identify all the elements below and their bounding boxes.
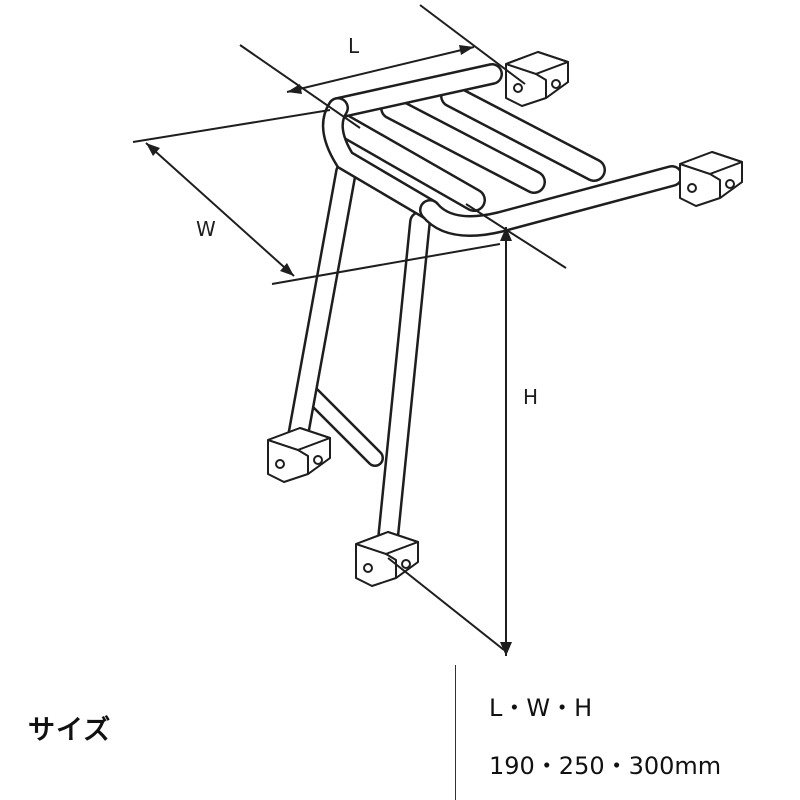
leg-front bbox=[376, 211, 431, 559]
dimension-label-l: L bbox=[348, 34, 360, 58]
leg-crossbar bbox=[301, 384, 384, 467]
dimension-l: L bbox=[239, 4, 526, 129]
seat-slats bbox=[331, 84, 606, 212]
bracket-front-top bbox=[679, 151, 743, 207]
dimension-h: H bbox=[387, 203, 567, 656]
bracket-back-top bbox=[505, 51, 569, 107]
bracket-bottom-front bbox=[355, 531, 419, 587]
section-divider bbox=[455, 665, 456, 800]
dimension-w: W bbox=[132, 109, 501, 285]
size-values: 190・250・300mm bbox=[489, 752, 722, 780]
step-stand-diagram: L W H bbox=[132, 4, 743, 656]
dimension-label-w: W bbox=[196, 217, 216, 241]
size-header: L・W・H bbox=[489, 694, 593, 722]
size-title: サイズ bbox=[28, 715, 112, 746]
leg-back bbox=[287, 161, 357, 447]
dimension-label-h: H bbox=[523, 385, 538, 409]
bracket-bottom-left bbox=[267, 427, 331, 483]
